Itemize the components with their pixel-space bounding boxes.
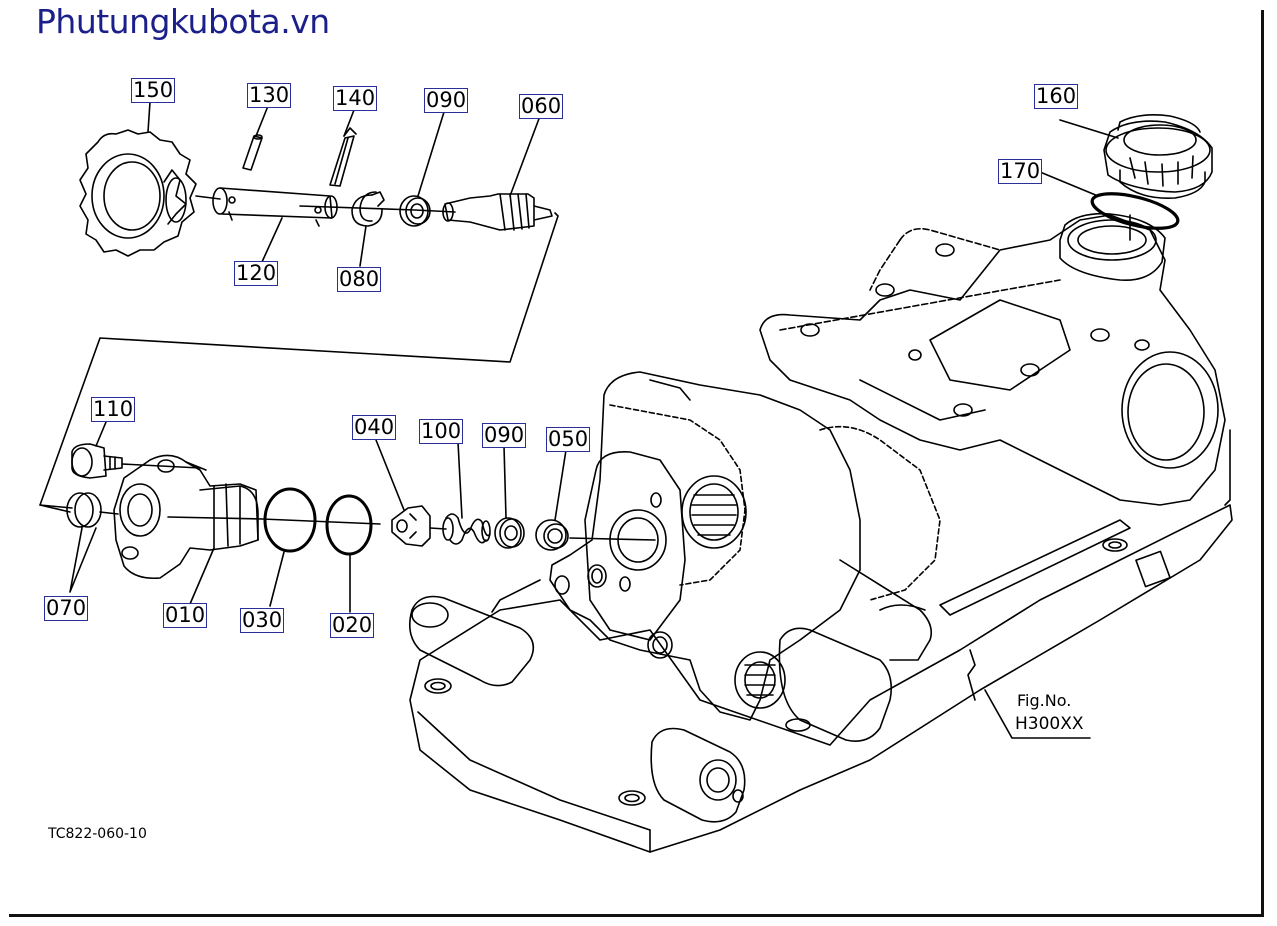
snap-ring-050-part <box>535 519 569 551</box>
figure-number-value: H300XX <box>1015 714 1084 734</box>
callout-140[interactable]: 140 <box>333 86 378 111</box>
spring-100-part <box>442 513 491 545</box>
callout-130[interactable]: 130 <box>247 83 292 108</box>
callout-090-top[interactable]: 090 <box>424 88 469 113</box>
callout-010[interactable]: 010 <box>163 603 208 628</box>
callout-110[interactable]: 110 <box>91 397 136 422</box>
callout-030[interactable]: 030 <box>240 608 285 633</box>
valve-spool-060-part <box>442 193 553 231</box>
callout-020[interactable]: 020 <box>330 613 375 638</box>
callout-060[interactable]: 060 <box>519 94 564 119</box>
valve-body-010-part <box>113 454 259 580</box>
callout-070[interactable]: 070 <box>44 596 89 621</box>
washer-090b-part <box>494 517 525 549</box>
drawing-code: TC822-060-10 <box>48 826 147 842</box>
callout-080[interactable]: 080 <box>337 267 382 292</box>
callout-150[interactable]: 150 <box>131 78 176 103</box>
callout-160[interactable]: 160 <box>1034 84 1079 109</box>
callout-100[interactable]: 100 <box>419 419 464 444</box>
callout-050[interactable]: 050 <box>546 427 591 452</box>
plug-110-part <box>71 443 123 479</box>
handle-knob-part <box>79 129 197 257</box>
drawing-frame <box>9 10 1264 917</box>
hydraulic-housing <box>409 212 1233 853</box>
o-ring-030-part <box>263 487 317 553</box>
callout-090-lower[interactable]: 090 <box>482 423 527 448</box>
filler-cap-part <box>1103 114 1213 199</box>
poppet-040-part <box>391 505 431 547</box>
figure-number-label: Fig.No. <box>1017 691 1072 710</box>
o-ring-070-part <box>66 492 102 528</box>
pin-130-part <box>242 134 263 171</box>
callout-040[interactable]: 040 <box>352 415 397 440</box>
callout-170[interactable]: 170 <box>998 159 1043 184</box>
o-ring-170-part <box>1090 192 1180 230</box>
watermark-text: Phutungkubota.vn <box>36 2 330 41</box>
pin-140-part <box>329 127 357 187</box>
o-ring-020-part <box>325 494 373 556</box>
callout-120[interactable]: 120 <box>234 261 279 286</box>
